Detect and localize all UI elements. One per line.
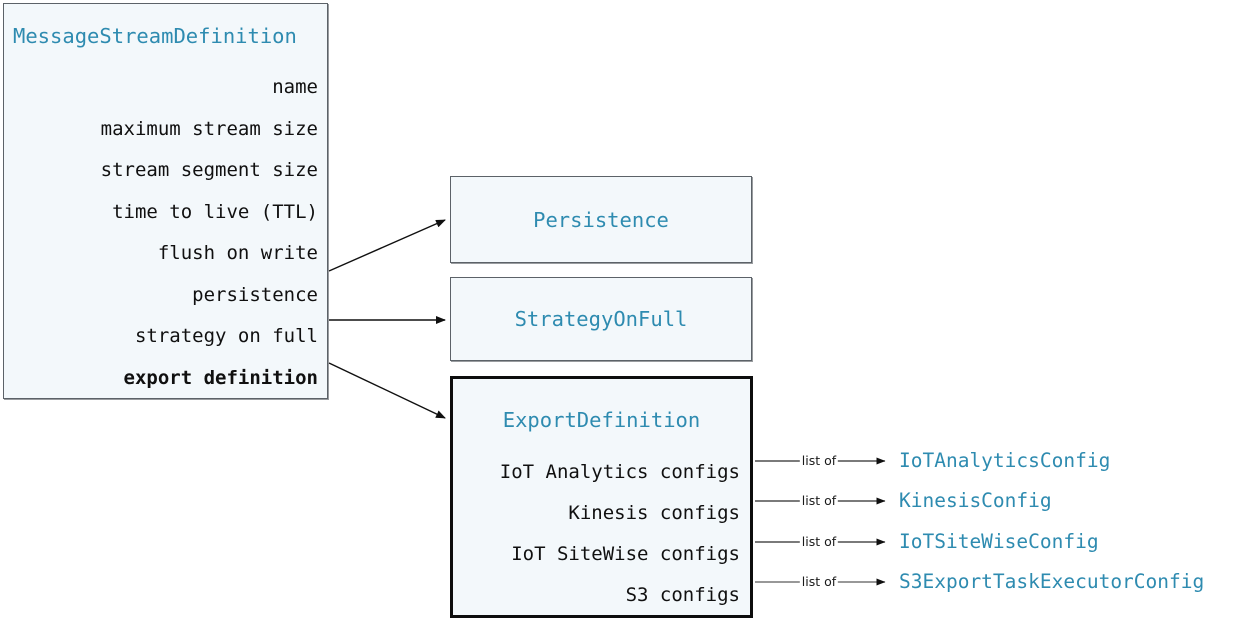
field-stream-segment-size: stream segment size [100,159,318,181]
edge-persistence [328,219,446,272]
node-title-message-stream-definition: MessageStreamDefinition [13,24,297,48]
edge-label-list-of-s3: list of [799,574,839,589]
field-strategy-on-full: strategy on full [134,325,318,347]
node-title-persistence: Persistence [533,207,669,232]
field-iot-analytics-configs: IoT Analytics configs [499,461,740,483]
leaf-s3-export-task-executor-config[interactable]: S3ExportTaskExecutorConfig [899,570,1205,593]
field-list-export-definition: IoT Analytics configs Kinesis configs Io… [453,452,740,616]
node-export-definition[interactable]: ExportDefinition IoT Analytics configs K… [450,376,753,618]
node-title-export-definition: ExportDefinition [502,408,701,432]
node-strategy-on-full[interactable]: StrategyOnFull [450,277,752,361]
field-export-definition: export definition [123,366,318,389]
edge-label-list-of-iot-sitewise: list of [799,534,839,549]
node-persistence[interactable]: Persistence [450,176,752,263]
edge-export-definition [328,362,446,419]
field-list-message-stream-definition: name maximum stream size stream segment … [4,67,318,399]
field-time-to-live: time to live (TTL) [112,200,318,223]
edge-label-list-of-iot-analytics: list of [799,453,839,468]
field-persistence: persistence [192,283,318,306]
field-s3-configs: S3 configs [625,584,740,606]
field-name: name [272,76,318,98]
field-flush-on-write: flush on write [157,242,318,264]
field-maximum-stream-size: maximum stream size [100,117,318,140]
leaf-kinesis-config[interactable]: KinesisConfig [899,489,1052,512]
leaf-iot-analytics-config[interactable]: IoTAnalyticsConfig [899,449,1111,472]
edge-label-list-of-kinesis: list of [799,493,839,508]
field-iot-sitewise-configs: IoT SiteWise configs [511,543,740,565]
leaf-iot-sitewise-config[interactable]: IoTSiteWiseConfig [899,530,1099,553]
node-message-stream-definition[interactable]: MessageStreamDefinition name maximum str… [3,3,328,399]
field-kinesis-configs: Kinesis configs [568,502,740,524]
node-title-strategy-on-full: StrategyOnFull [514,307,688,331]
